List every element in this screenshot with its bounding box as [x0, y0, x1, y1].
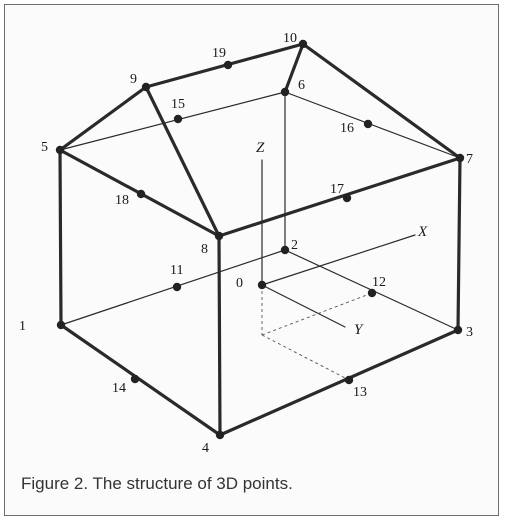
edge-5-9: [58, 85, 148, 152]
point-11-label: 11: [170, 263, 183, 278]
edge-4-3: [218, 328, 460, 437]
point-4-marker: [215, 430, 225, 440]
edge-10-6: [283, 42, 305, 94]
point-2-label: 2: [291, 238, 298, 253]
projection-to-point-12: [261, 292, 373, 336]
edge-10-7: [301, 42, 462, 160]
point-14-label: 14: [112, 381, 126, 396]
point-3-marker: [453, 325, 463, 335]
point-0-label: 0: [236, 276, 243, 291]
x-axis-line: [261, 234, 416, 286]
point-9-label: 9: [130, 72, 137, 87]
edge-6-7: [284, 91, 461, 159]
point-1-marker: [56, 320, 66, 330]
point-15-marker: [173, 114, 183, 124]
point-8-marker: [214, 231, 224, 241]
edge-9-8: [144, 85, 221, 238]
projection-to-point-13: [261, 334, 350, 381]
point-7-label: 7: [466, 152, 473, 167]
point-16-marker: [363, 119, 373, 129]
point-18-label: 18: [115, 193, 129, 208]
edge-8-4: [217, 234, 222, 437]
point-3-label: 3: [466, 325, 473, 340]
point-10-label: 10: [283, 31, 297, 46]
figure-frame: [4, 4, 499, 516]
point-17-marker: [342, 193, 352, 203]
point-6-label: 6: [298, 78, 305, 93]
point-10-marker: [298, 39, 308, 49]
point-7-marker: [455, 153, 465, 163]
point-0-marker: [257, 280, 267, 290]
point-15-label: 15: [171, 97, 185, 112]
point-13-marker: [344, 375, 354, 385]
edge-1-5: [58, 148, 63, 327]
edge-7-3: [456, 156, 462, 332]
point-11-marker: [172, 282, 182, 292]
edge-5-6: [59, 91, 286, 151]
figure-caption: Figure 2. The structure of 3D points.: [21, 474, 293, 493]
x-axis-label: X: [417, 224, 428, 240]
point-18-marker: [136, 189, 146, 199]
point-12-marker: [367, 288, 377, 298]
edge-8-7: [217, 156, 462, 238]
edge-1-4: [59, 323, 222, 437]
point-5-label: 5: [41, 140, 48, 155]
point-19-marker: [223, 60, 233, 70]
point-2-marker: [280, 245, 290, 255]
point-markers: [55, 39, 465, 440]
point-1-label: 1: [19, 319, 26, 334]
point-12-label: 12: [372, 275, 386, 290]
point-6-marker: [280, 87, 290, 97]
point-8-label: 8: [201, 242, 208, 257]
point-14-marker: [130, 374, 140, 384]
point-16-label: 16: [340, 121, 354, 136]
point-19-label: 19: [212, 46, 226, 61]
point-9-marker: [141, 82, 151, 92]
point-4-label: 4: [202, 441, 209, 456]
coordinate-axes: Z X Y: [256, 140, 428, 381]
point-5-marker: [55, 145, 65, 155]
point-13-label: 13: [353, 385, 367, 400]
z-axis-label: Z: [256, 140, 265, 156]
y-axis-line: [261, 284, 346, 328]
y-axis-label: Y: [354, 322, 364, 338]
point-17-label: 17: [330, 182, 344, 197]
